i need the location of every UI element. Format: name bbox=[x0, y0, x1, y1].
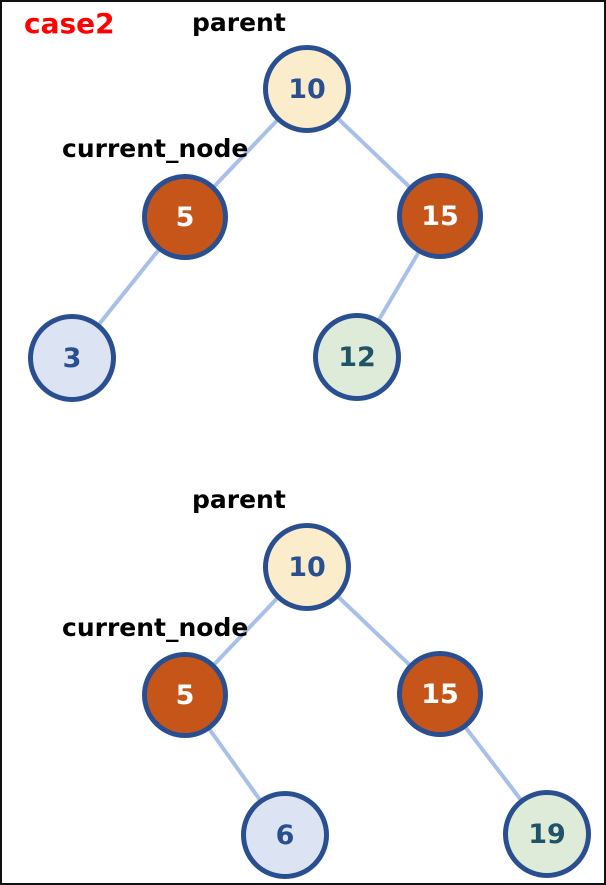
tree-node-value: 10 bbox=[288, 551, 326, 583]
case-tag-label: case2 bbox=[24, 7, 115, 40]
tree-node-10[interactable]: 10 bbox=[263, 45, 351, 133]
tree-node-5[interactable]: 5 bbox=[142, 652, 228, 738]
tree-edge-5-to-3 bbox=[96, 246, 162, 328]
tree-node-10[interactable]: 10 bbox=[263, 523, 351, 611]
parent-label: parent bbox=[192, 8, 286, 37]
tree-node-value: 15 bbox=[421, 200, 459, 232]
tree-node-19[interactable]: 19 bbox=[503, 790, 591, 878]
current-node-label: current_node bbox=[62, 613, 249, 642]
tree-node-value: 5 bbox=[175, 201, 195, 233]
tree-node-value: 12 bbox=[338, 341, 376, 373]
tree-node-value: 6 bbox=[275, 819, 295, 851]
tree-edge-15-to-12 bbox=[376, 249, 422, 323]
tree-node-value: 3 bbox=[62, 342, 82, 374]
tree-node-value: 5 bbox=[175, 679, 195, 711]
tree-edge-10-to-15 bbox=[335, 116, 413, 190]
tree-node-15[interactable]: 15 bbox=[397, 173, 483, 259]
tree-node-value: 15 bbox=[421, 678, 459, 710]
parent-label: parent bbox=[192, 485, 286, 514]
tree-node-5[interactable]: 5 bbox=[142, 174, 228, 260]
tree-node-6[interactable]: 6 bbox=[241, 791, 329, 879]
tree-edge-10-to-15 bbox=[335, 594, 413, 668]
tree-node-15[interactable]: 15 bbox=[397, 651, 483, 737]
tree-edge-5-to-6 bbox=[206, 726, 263, 803]
tree-node-value: 10 bbox=[288, 73, 326, 105]
tree-node-3[interactable]: 3 bbox=[28, 314, 116, 402]
tree-edge-15-to-19 bbox=[462, 724, 524, 803]
tree-node-value: 19 bbox=[528, 818, 566, 850]
tree-node-12[interactable]: 12 bbox=[313, 313, 401, 401]
current-node-label: current_node bbox=[62, 134, 249, 163]
